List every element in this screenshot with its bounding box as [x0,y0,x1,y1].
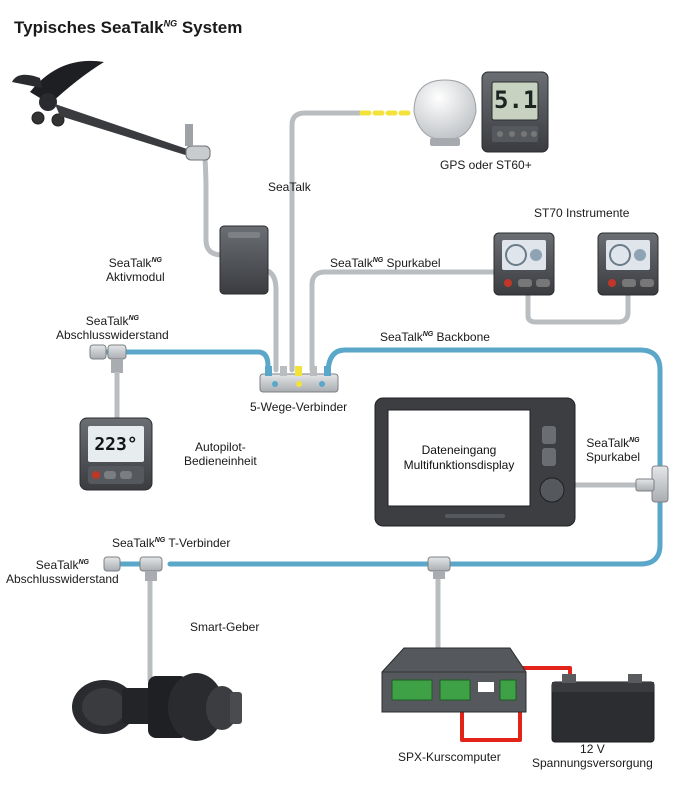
label-spurkabel-right: SeaTalkNG Spurkabel [586,436,641,464]
label-spx: SPX-Kurscomputer [398,750,501,764]
diagram-title: Typisches SeaTalkNG System [14,18,243,37]
label-gps: GPS oder ST60+ [440,158,532,172]
autopilot-unit [79,417,153,491]
label-seatalk: SeaTalk [268,180,311,194]
t-connector-spx [427,556,451,579]
label-aktivmodul: SeaTalkNG Aktivmodul [106,256,165,284]
st60-readout: 5.1 [494,86,538,114]
label-t-verbinder: SeaTalkNG T-Verbinder [112,536,231,550]
backbone-right-down [167,497,663,567]
battery-12v [551,674,655,743]
multifunction-display [374,397,576,527]
mfd-screen-label: Dateneingang Multifunktionsdisplay [388,443,530,473]
smart-transducer-2 [148,673,242,741]
cable-wind-to-module [202,155,225,258]
five-way-connector [259,366,339,393]
label-abschluss-bottom: SeaTalkNG Abschlusswiderstand [6,558,119,586]
spx-course-computer [381,647,527,713]
label-autopilot: Autopilot- Bedieneinheit [184,440,257,468]
cable-seatalk-gps [289,110,363,373]
mfd-line-2: Multifunktionsdisplay [403,458,515,472]
backbone-top-right [325,347,663,473]
spur-cables [147,110,641,683]
wind-sensor [12,60,211,161]
aktivmodul-device [219,225,269,295]
label-smart-geber: Smart-Geber [190,620,260,634]
terminator-top [89,344,127,373]
t-connector-right [635,465,669,503]
label-power: 12 V Spannungsversorgung [532,742,653,770]
cable-st70-spur [309,269,499,373]
st70-instrument-2 [597,232,659,296]
st60-instrument [481,71,549,153]
label-backbone: SeaTalkNG Backbone [380,330,490,344]
label-five-way: 5-Wege-Verbinder [250,400,348,414]
st70-instrument-1 [493,232,555,296]
mfd-line-1: Dateneingang [421,443,497,457]
terminator-bottom [103,556,163,581]
label-spurkabel-top: SeaTalkNG Spurkabel [330,256,441,270]
label-st70: ST70 Instrumente [534,206,630,220]
label-abschluss-top: SeaTalkNG Abschlusswiderstand [56,314,169,342]
backbone-top-left [99,349,271,377]
gps-antenna [413,79,477,146]
cable-st70-link [525,289,631,325]
autopilot-readout: 223° [94,434,138,455]
smart-transducer-1 [72,680,152,734]
